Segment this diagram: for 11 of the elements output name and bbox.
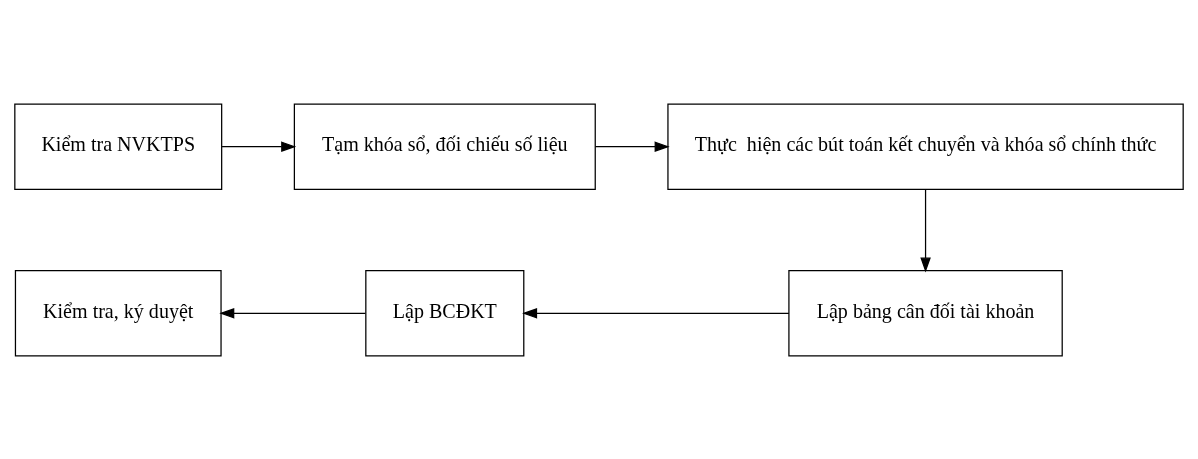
arrow	[522, 307, 790, 319]
node-box: Lập BCĐKT	[365, 269, 525, 357]
node-box: Thực hiện các bút toán kết chuyển và khóa sổ chính thức	[667, 102, 1184, 190]
arrow	[594, 140, 670, 152]
node-box: Kiểm tra NVKTPS	[14, 102, 223, 190]
arrow	[920, 188, 931, 273]
node-box: Kiểm tra, ký duyệt	[14, 269, 222, 357]
node-box: Tạm khóa sổ, đối chiếu số liệu	[293, 102, 596, 190]
node-box: Lập bảng cân đối tài khoản	[788, 269, 1063, 357]
arrow	[219, 307, 367, 319]
arrow	[221, 140, 297, 152]
